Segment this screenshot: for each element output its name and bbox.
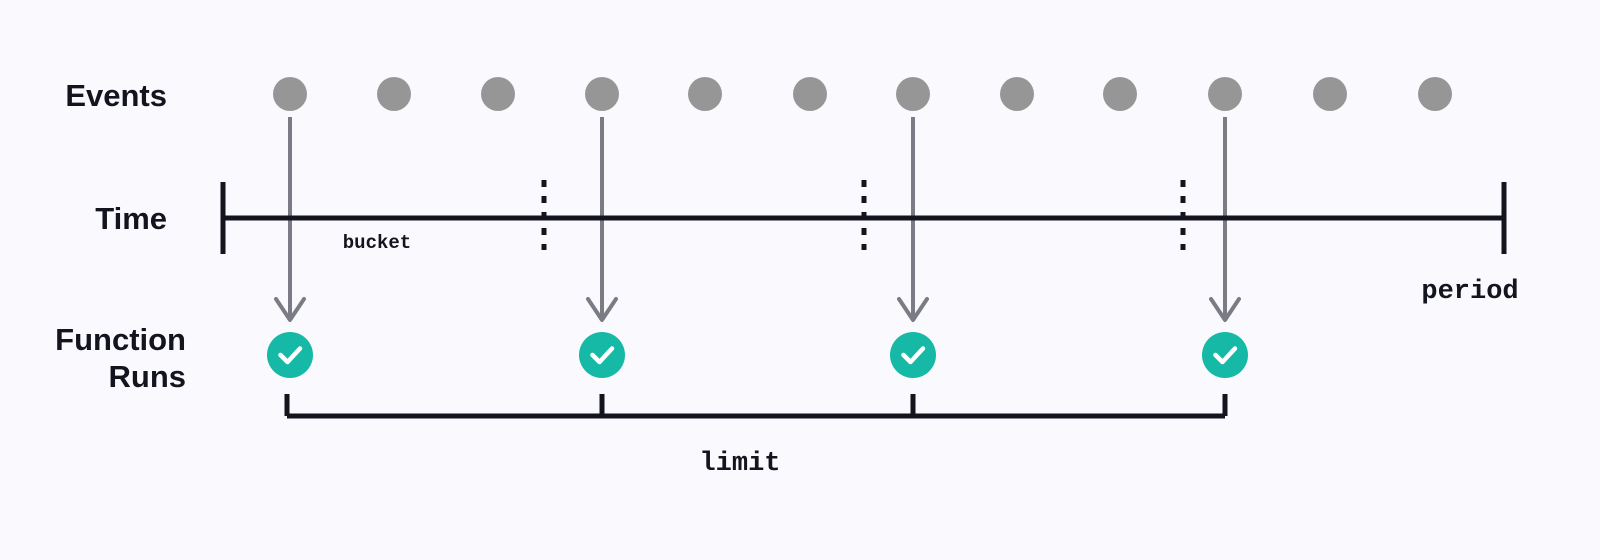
function-runs-group: [267, 332, 1248, 378]
event-dot[interactable]: [585, 77, 619, 111]
row-label-function-runs-line2: Runs: [109, 359, 187, 394]
bucket-label: bucket: [343, 232, 411, 254]
period-label: period: [1421, 277, 1518, 307]
row-label-events: Events: [65, 78, 167, 113]
limit-bracket-group: [284, 394, 1228, 419]
event-dots-group: [273, 77, 1452, 111]
event-dot[interactable]: [896, 77, 930, 111]
event-dot[interactable]: [1000, 77, 1034, 111]
function-run-circle: [579, 332, 625, 378]
event-dot[interactable]: [273, 77, 307, 111]
row-label-function-runs-line1: Function: [55, 322, 186, 357]
function-run-circle: [267, 332, 313, 378]
function-run-marker[interactable]: [579, 332, 625, 378]
check-icon: [901, 346, 926, 365]
row-label-time: Time: [95, 201, 167, 236]
function-run-marker[interactable]: [1202, 332, 1248, 378]
event-dot[interactable]: [688, 77, 722, 111]
event-dot[interactable]: [377, 77, 411, 111]
check-icon: [590, 346, 615, 365]
connector-arrow-icon: [1209, 297, 1241, 322]
function-run-marker[interactable]: [267, 332, 313, 378]
event-dot[interactable]: [1103, 77, 1137, 111]
connector-arrow-icon: [274, 297, 306, 322]
event-dot[interactable]: [793, 77, 827, 111]
limit-label: limit: [699, 449, 780, 479]
time-axis-group: [220, 182, 1507, 254]
connector-arrow-icon: [897, 297, 929, 322]
event-dot[interactable]: [1418, 77, 1452, 111]
check-icon: [278, 346, 303, 365]
bucket-dividers-group: [541, 180, 1186, 250]
connector-arrow-icon: [586, 297, 618, 322]
function-run-circle: [890, 332, 936, 378]
event-dot[interactable]: [1208, 77, 1242, 111]
event-dot[interactable]: [1313, 77, 1347, 111]
check-icon: [1213, 346, 1238, 365]
function-run-circle: [1202, 332, 1248, 378]
event-dot[interactable]: [481, 77, 515, 111]
function-run-marker[interactable]: [890, 332, 936, 378]
